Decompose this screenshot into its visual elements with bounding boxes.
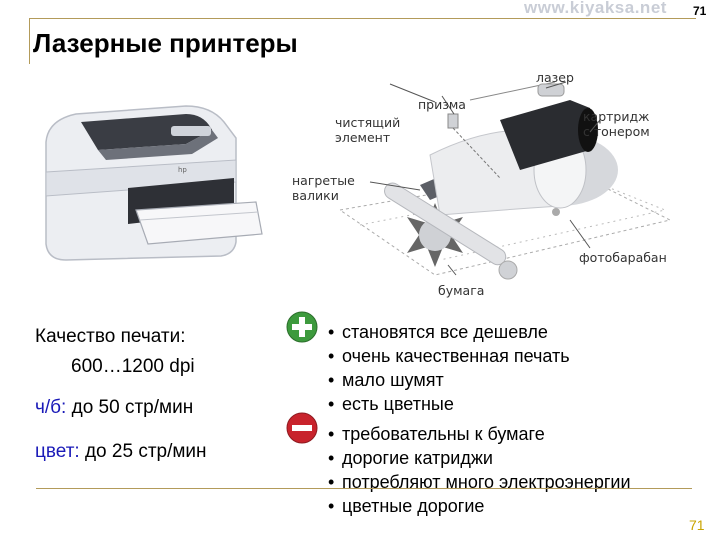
bw-value: до 50 стр/мин [71,397,194,418]
label-heated-rollers: нагретые валики [292,173,355,203]
list-item: цветные дорогие [328,494,631,518]
list-item: становятся все дешевле [328,320,570,344]
watermark: www.kiyaksa.net [524,0,667,17]
label-cleaning-line2: элемент [335,130,391,145]
bw-speed: ч/б: до 50 стр/мин [35,397,193,419]
list-item: потребляют много электроэнергии [328,470,631,494]
cons-list: требовательны к бумаге дорогие катриджи … [328,422,631,518]
print-quality: Качество печати: 600…1200 dpi [35,322,195,382]
page-title: Лазерные принтеры [33,28,298,58]
list-item: мало шумят [328,368,570,392]
bottom-rule [36,488,692,489]
color-value: до 25 стр/мин [84,441,207,462]
color-key: цвет: [35,441,80,462]
pros-list: становятся все дешевле очень качественна… [328,320,570,416]
color-speed: цвет: до 25 стр/мин [35,441,207,463]
printer-illustration: hp [45,105,263,261]
list-item: требовательны к бумаге [328,422,631,446]
label-rollers-line1: нагретые [292,173,355,188]
laser-printing-diagram [338,81,672,280]
label-rollers-line2: валики [292,188,339,203]
list-item: очень качественная печать [328,344,570,368]
quality-value: 600…1200 dpi [71,356,195,377]
svg-text:hp: hp [178,166,187,174]
label-cleaning-line1: чистящий [335,115,401,130]
label-cleaning-element: чистящий элемент [335,115,400,145]
bw-key: ч/б: [35,397,67,418]
top-rule [30,18,696,19]
quality-label: Качество печати: [35,326,186,347]
minus-icon [286,412,318,444]
label-paper: бумага [438,283,485,298]
label-prism: призма [418,97,466,112]
label-cartridge-line1: картридж [583,109,650,124]
label-cartridge: картридж с тонером [583,109,650,139]
left-rule [29,18,30,64]
page-number-bottom: 71 [689,517,705,533]
page-number-top: 71 [693,4,707,18]
label-cartridge-line2: с тонером [583,124,650,139]
plus-icon [286,311,318,343]
list-item: есть цветные [328,392,570,416]
list-item: дорогие катриджи [328,446,631,470]
label-laser: лазер [536,70,574,85]
label-drum: фотобарабан [579,250,667,265]
